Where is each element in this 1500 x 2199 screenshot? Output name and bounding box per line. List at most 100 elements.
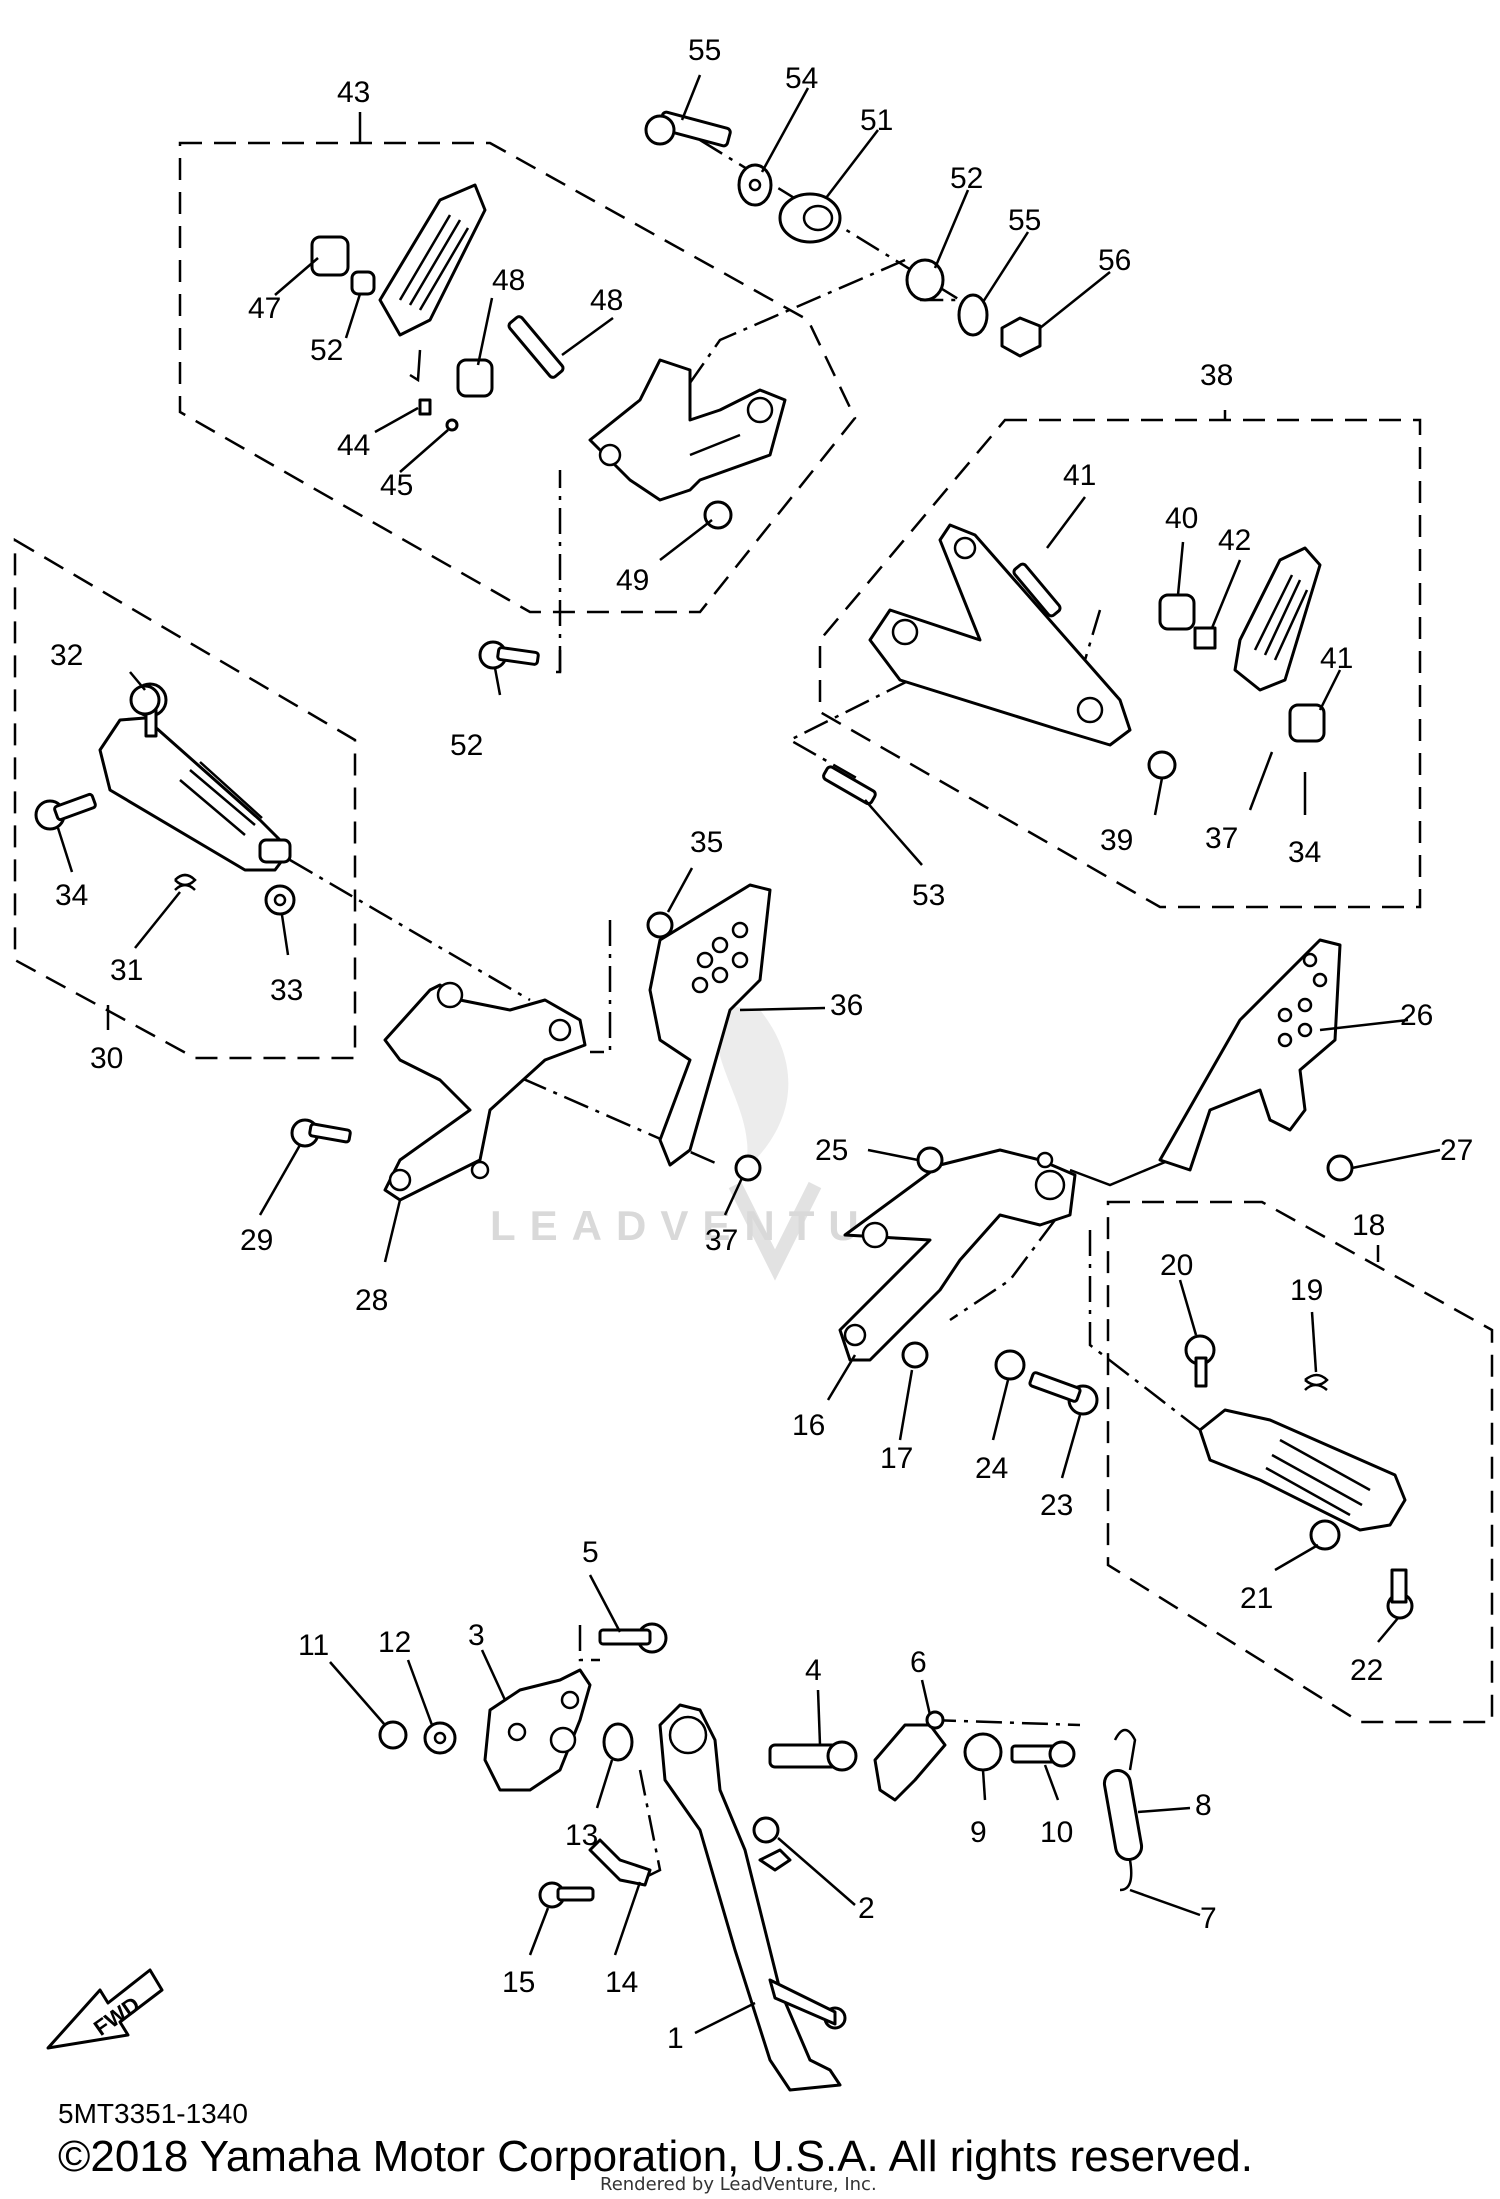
callout-40: 34	[1288, 836, 1321, 869]
group-box-18	[1106, 1200, 1494, 1724]
callout-2: 2	[858, 1892, 875, 1925]
callout-51: 52	[310, 334, 343, 367]
bolt-42	[1012, 562, 1062, 618]
bolt-32	[129, 684, 161, 716]
callout-23: 23	[1040, 1489, 1073, 1522]
callout-21: 21	[1240, 1582, 1273, 1615]
collar-53	[778, 192, 842, 244]
bolt-25	[916, 1146, 944, 1174]
bolt-52b	[822, 765, 877, 806]
footrest-bracket-38	[868, 523, 1132, 747]
switch-6	[873, 1710, 947, 1802]
callout-15: 15	[502, 1966, 535, 1999]
callout-44: 42	[1218, 524, 1251, 557]
connect-line-6	[929, 1718, 1081, 1727]
callout-27: 27	[1440, 1134, 1473, 1167]
footrest-bracket-28	[383, 981, 587, 1202]
washer-13	[602, 1722, 634, 1762]
bolt-29	[290, 1118, 352, 1148]
callout-6: 6	[910, 1646, 927, 1679]
callouts: 55 54 51 52 55 56 43 47 48 52 48 44 45 4…	[50, 34, 1473, 2055]
callout-24: 24	[975, 1452, 1008, 1485]
group-box-38	[818, 418, 1422, 909]
heel-guard-26	[1158, 938, 1342, 1172]
callout-32: 32	[50, 639, 83, 672]
nut-50	[703, 500, 733, 530]
washer-12	[423, 1721, 457, 1755]
callout-9: 9	[970, 1816, 987, 1849]
callout-12: 12	[378, 1626, 411, 1659]
callout-8: 8	[1195, 1789, 1212, 1822]
group-box-30	[13, 537, 357, 1060]
washer-55b	[957, 293, 989, 337]
callout-10: 10	[1040, 1816, 1073, 1849]
bolt-17	[901, 1341, 929, 1369]
connect-line-16	[949, 1219, 1056, 1322]
footpeg-18	[1184, 1334, 1414, 1620]
collar-54	[905, 258, 945, 302]
bolt-37	[734, 1154, 762, 1182]
callout-37: 37	[705, 1224, 738, 1257]
connect-line-3	[578, 1625, 600, 1662]
bolt-35	[646, 911, 674, 939]
callout-31: 31	[110, 954, 143, 987]
footpeg-38	[1158, 546, 1326, 743]
footrest-bracket-16	[838, 1148, 1077, 1362]
callout-26: 26	[1400, 999, 1433, 1032]
callout-18: 18	[1352, 1209, 1385, 1242]
connect-line-46	[409, 349, 422, 383]
bolt-34	[34, 792, 97, 831]
callout-45: 43	[337, 76, 370, 109]
callout-41b: 41	[1320, 642, 1353, 675]
callout-50: 49	[616, 564, 649, 597]
callout-57: 56	[1098, 244, 1131, 277]
spring-8	[1102, 1728, 1144, 1892]
callout-16: 16	[792, 1409, 825, 1442]
sidestand-1	[658, 1703, 847, 2092]
group-box-45	[178, 141, 857, 614]
callout-53: 51	[860, 104, 893, 137]
copyright-notice: ©2018 Yamaha Motor Corporation, U.S.A. A…	[58, 2132, 1253, 2181]
callout-38: 38	[1200, 359, 1233, 392]
bolt-56	[644, 110, 732, 148]
callout-42: 41	[1063, 459, 1096, 492]
callout-4: 4	[805, 1654, 822, 1687]
bolt-49	[507, 315, 565, 379]
callout-48b: 48	[492, 264, 525, 297]
bolt-4	[768, 1740, 858, 1772]
heel-guard-36	[648, 883, 772, 1167]
connect-line-26	[1069, 1158, 1171, 1187]
callout-52b: 53	[912, 879, 945, 912]
footrest-bracket-45	[588, 358, 787, 502]
fwd-arrow-icon: FWD	[46, 1968, 164, 2050]
nut-2	[752, 1816, 780, 1844]
callout-55b: 55	[1008, 204, 1041, 237]
callout-28: 28	[355, 1284, 388, 1317]
nut-57	[1000, 316, 1042, 358]
connect-line-30	[289, 858, 531, 1002]
callout-39: 37	[1205, 822, 1238, 855]
washer-24	[994, 1349, 1026, 1381]
bolt-27	[1326, 1154, 1354, 1182]
callout-25: 25	[815, 1134, 848, 1167]
nut-11	[378, 1720, 408, 1750]
callout-5: 5	[582, 1536, 599, 1569]
callout-30: 30	[90, 1042, 123, 1075]
callout-14: 14	[605, 1966, 638, 1999]
bracket-14	[588, 1838, 652, 1887]
footpeg-45	[310, 183, 494, 432]
callout-3: 3	[468, 1619, 485, 1652]
callout-41a: 40	[1165, 502, 1198, 535]
callout-52a: 52	[450, 729, 483, 762]
bolt-52a	[478, 640, 540, 670]
callout-43: 39	[1100, 824, 1133, 857]
connect-line-52a	[548, 650, 562, 674]
callout-7: 7	[1200, 1902, 1217, 1935]
bracket-3	[483, 1668, 592, 1792]
callout-22: 22	[1350, 1654, 1383, 1687]
connect-line-38	[787, 678, 911, 782]
diagram-code: 5MT3351-1340	[58, 2098, 248, 2129]
callout-13: 13	[565, 1819, 598, 1852]
connect-line-14	[638, 1769, 662, 1882]
rendered-by-notice: Rendered by LeadVenture, Inc.	[600, 2174, 877, 2195]
